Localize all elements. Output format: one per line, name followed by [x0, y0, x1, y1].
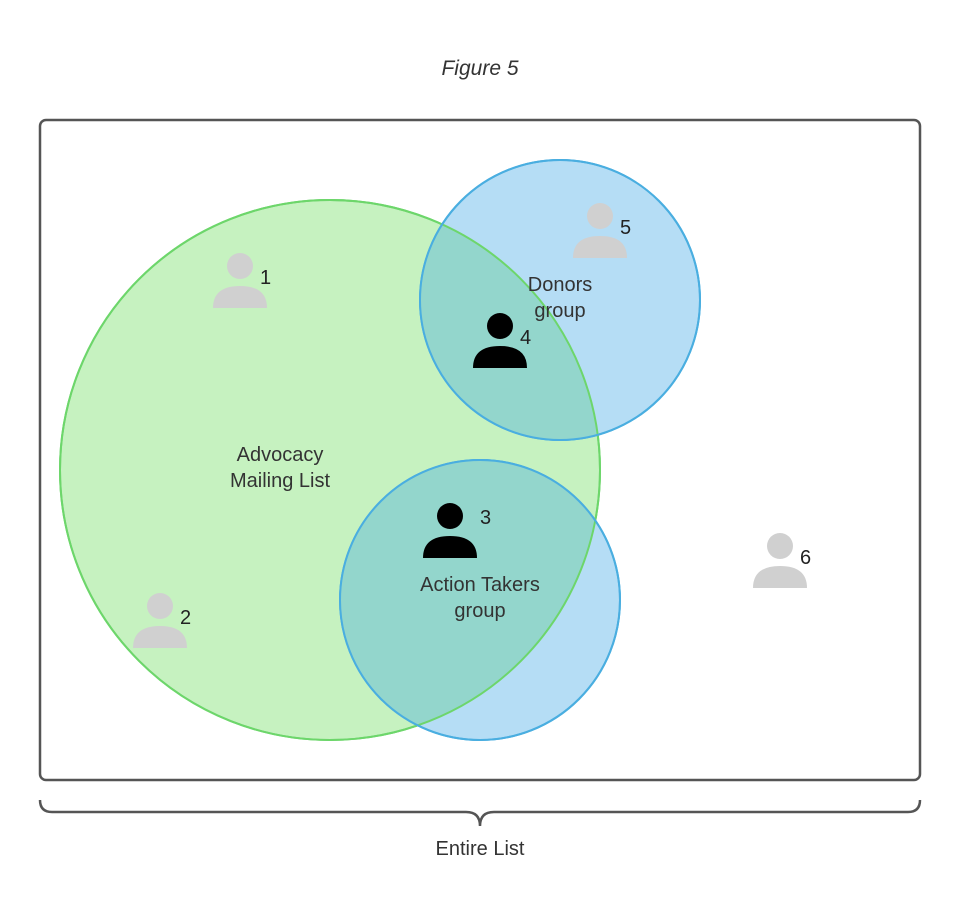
- person-icon: 6: [753, 533, 811, 588]
- donors-label-line2: group: [534, 300, 585, 322]
- entire-list-frame: [38, 118, 922, 782]
- person-number: 3: [480, 507, 491, 529]
- donors-label-line1: Donors: [528, 274, 592, 296]
- entire-list-brace: [38, 799, 922, 827]
- person-number: 4: [520, 327, 531, 349]
- person-number: 5: [620, 217, 631, 239]
- person-number: 2: [180, 607, 191, 629]
- donors-outline: [419, 159, 701, 441]
- advocacy-label-line2: Mailing List: [230, 470, 330, 492]
- person-icon: 5: [573, 203, 631, 258]
- person-number: 1: [260, 267, 271, 289]
- person-icon: 1: [213, 253, 271, 308]
- figure-title: Figure 5: [441, 57, 518, 80]
- entire-list-label: Entire List: [436, 838, 525, 860]
- person-icon: 3: [423, 503, 491, 558]
- action-takers-label-line1: Action Takers: [420, 574, 540, 596]
- action-takers-label-line2: group: [454, 600, 505, 622]
- action-takers-outline: [339, 459, 621, 741]
- person-number: 6: [800, 547, 811, 569]
- person-icon: 2: [133, 593, 191, 648]
- person-icon: 4: [473, 313, 531, 368]
- advocacy-outline: [59, 199, 601, 741]
- advocacy-label-line1: Advocacy: [237, 444, 324, 466]
